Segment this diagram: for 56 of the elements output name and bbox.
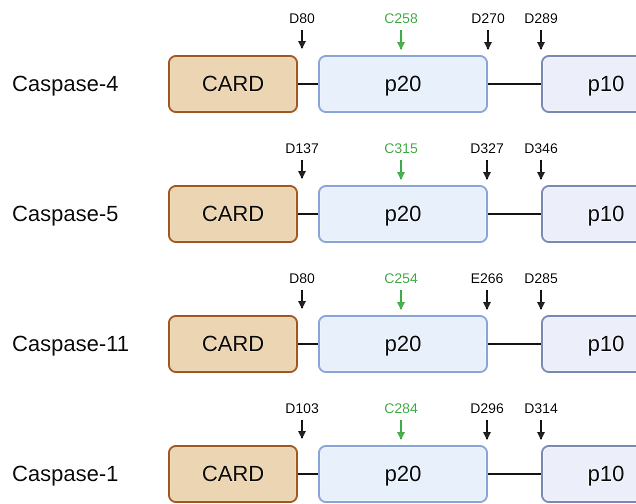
linker-line bbox=[298, 473, 318, 475]
cleavage-site-label: D327 bbox=[462, 139, 512, 157]
linker-line bbox=[488, 473, 541, 475]
site-arrow bbox=[537, 30, 545, 50]
cleavage-site-label: D285 bbox=[516, 269, 566, 287]
card-domain: CARD bbox=[168, 445, 298, 503]
cleavage-site-label: D103 bbox=[277, 399, 327, 417]
cleavage-site-label: D314 bbox=[516, 399, 566, 417]
p20-domain: p20 bbox=[318, 315, 488, 373]
card-domain: CARD bbox=[168, 315, 298, 373]
card-domain: CARD bbox=[168, 185, 298, 243]
cleavage-site-label: C315 bbox=[376, 139, 426, 157]
card-domain: CARD bbox=[168, 55, 298, 113]
cleavage-site-label: D80 bbox=[277, 9, 327, 27]
site-arrow bbox=[397, 30, 405, 50]
site-arrow bbox=[298, 290, 306, 309]
site-arrow bbox=[483, 160, 491, 180]
p10-domain: p10 bbox=[541, 445, 636, 503]
site-arrow bbox=[484, 30, 492, 50]
cleavage-site-label: D346 bbox=[516, 139, 566, 157]
p20-domain: p20 bbox=[318, 55, 488, 113]
linker-line bbox=[298, 213, 318, 215]
linker-line bbox=[298, 83, 318, 85]
site-arrow bbox=[397, 160, 405, 180]
linker-line bbox=[488, 213, 541, 215]
cleavage-site-label: D289 bbox=[516, 9, 566, 27]
p20-domain: p20 bbox=[318, 445, 488, 503]
linker-line bbox=[488, 83, 541, 85]
p10-domain: p10 bbox=[541, 55, 636, 113]
cleavage-site-label: D296 bbox=[462, 399, 512, 417]
linker-line bbox=[298, 343, 318, 345]
protein-name-label: Caspase-11 bbox=[12, 330, 129, 358]
p10-domain: p10 bbox=[541, 185, 636, 243]
cleavage-site-label: D80 bbox=[277, 269, 327, 287]
cleavage-site-label: D137 bbox=[277, 139, 327, 157]
cleavage-site-label: D270 bbox=[463, 9, 513, 27]
site-arrow bbox=[483, 290, 491, 310]
p10-domain: p10 bbox=[541, 315, 636, 373]
site-arrow bbox=[397, 420, 405, 440]
p20-domain: p20 bbox=[318, 185, 488, 243]
site-arrow bbox=[483, 420, 491, 440]
linker-line bbox=[488, 343, 541, 345]
site-arrow bbox=[537, 420, 545, 440]
site-arrow bbox=[298, 420, 306, 439]
protein-name-label: Caspase-5 bbox=[12, 200, 118, 228]
cleavage-site-label: C254 bbox=[376, 269, 426, 287]
site-arrow bbox=[397, 290, 405, 310]
site-arrow bbox=[537, 290, 545, 310]
site-arrow bbox=[298, 30, 306, 49]
protein-name-label: Caspase-1 bbox=[12, 460, 118, 488]
cleavage-site-label: E266 bbox=[462, 269, 512, 287]
site-arrow bbox=[537, 160, 545, 180]
cleavage-site-label: C284 bbox=[376, 399, 426, 417]
cleavage-site-label: C258 bbox=[376, 9, 426, 27]
site-arrow bbox=[298, 160, 306, 179]
protein-name-label: Caspase-4 bbox=[12, 70, 118, 98]
